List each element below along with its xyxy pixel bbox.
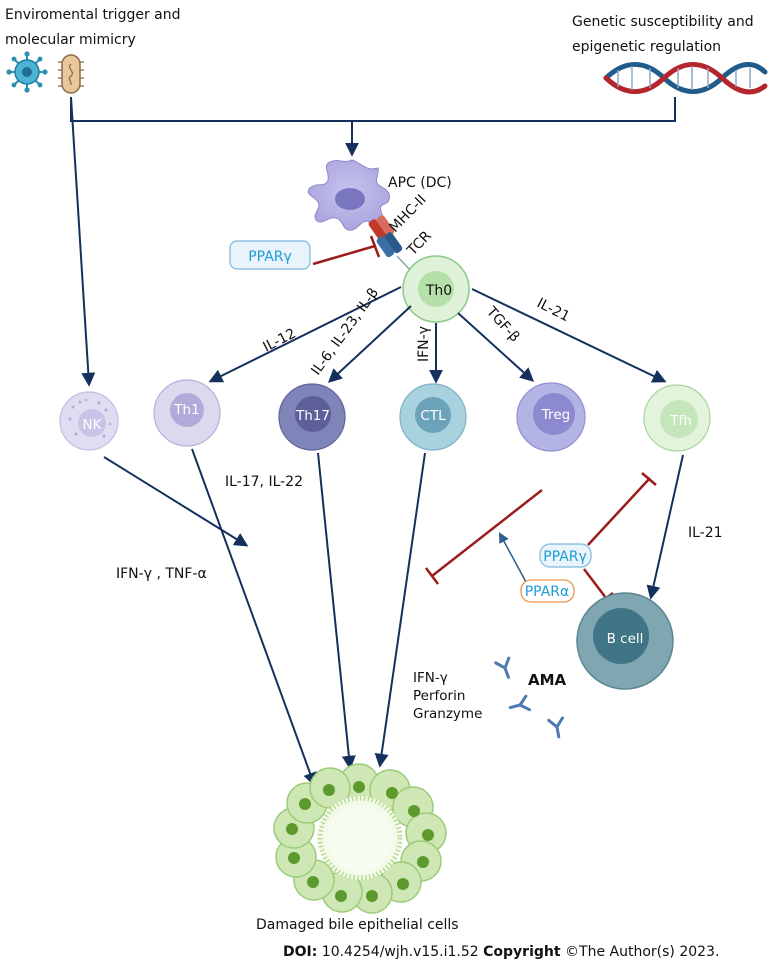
dna-helix-icon xyxy=(603,62,768,95)
ppar-gamma-box-top xyxy=(229,240,311,270)
th1-label: Th1 xyxy=(173,402,199,418)
ama-label: AMA xyxy=(528,671,567,689)
damaged-bile-label: Damaged bile epithelial cells xyxy=(256,917,459,933)
tfh-cell xyxy=(643,384,711,452)
ctl-effector-ifng: IFN-γ xyxy=(413,670,448,686)
th17-label: Th17 xyxy=(295,408,330,424)
genetic-label-1: Genetic susceptibility and xyxy=(572,14,754,30)
ppar-gamma-inhibit-tfh xyxy=(587,472,657,546)
ppar-gamma-box-lower xyxy=(539,543,592,568)
ifn-tnf-label: IFN-γ , TNF-α xyxy=(116,566,207,582)
antibody-icons xyxy=(494,656,565,739)
th0-differentiation-arrows xyxy=(208,286,667,384)
th17-cell xyxy=(278,383,346,451)
treg-inhibit-line xyxy=(425,489,543,585)
ctl-cell xyxy=(399,383,467,451)
nk-label: NK xyxy=(83,417,103,433)
tfh-label: Tfh xyxy=(669,413,692,429)
ppar-alpha-box xyxy=(520,579,575,603)
ctl-effector-granzyme: Granzyme xyxy=(413,706,482,722)
ppar-gamma-label-lower: PPARγ xyxy=(543,549,587,565)
ctl-label: CTL xyxy=(420,408,446,424)
b-cell-label: B cell xyxy=(607,631,644,647)
copyright-value: ©The Author(s) 2023. xyxy=(565,944,720,960)
env-trigger-label-2: molecular mimicry xyxy=(5,32,136,48)
th1-cell xyxy=(153,379,221,447)
treg-cell xyxy=(516,382,586,452)
mhc-tcr-complex xyxy=(368,215,413,273)
b-cell xyxy=(576,592,674,690)
tcr-label: TCR xyxy=(404,228,435,260)
ppar-gamma-label-top: PPARγ xyxy=(248,249,292,265)
copyright-label: Copyright xyxy=(483,944,561,960)
ppar-gamma-inhibit-tcr xyxy=(312,235,381,266)
th0-cell xyxy=(402,255,470,323)
citation-footer: DOI: 10.4254/wjh.v15.i1.52 Copyright ©Th… xyxy=(283,944,719,960)
treg-label: Treg xyxy=(541,407,570,423)
il21-side-label: IL-21 xyxy=(688,525,723,541)
ctl-effector-perforin: Perforin xyxy=(413,688,465,704)
apc-label: APC (DC) xyxy=(388,175,452,191)
ifng-th0-label: IFN-γ xyxy=(416,326,432,362)
doi-label: DOI: xyxy=(283,944,318,960)
apc-dendritic-cell xyxy=(307,159,391,231)
effector-arrows xyxy=(70,96,684,787)
ppar-alpha-arrow xyxy=(498,532,527,583)
il17-il22-label: IL-17, IL-22 xyxy=(225,474,303,490)
doi-value: 10.4254/wjh.v15.i1.52 xyxy=(321,944,479,960)
nk-cell xyxy=(59,391,119,451)
bacterium-icon xyxy=(58,54,84,94)
il12-label: IL-12 xyxy=(261,326,299,356)
trigger-bracket xyxy=(70,97,676,157)
ppar-alpha-label: PPARα xyxy=(525,584,570,600)
bile-duct-epithelium xyxy=(273,763,447,914)
genetic-label-2: epigenetic regulation xyxy=(572,39,721,55)
th0-label: Th0 xyxy=(425,283,452,299)
env-trigger-label-1: Enviromental trigger and xyxy=(5,7,181,23)
il6-il23-label: IL-6, IL-23, IL-β xyxy=(308,285,382,378)
virus-icon xyxy=(6,51,48,93)
diagram-canvas: Enviromental trigger and molecular mimic… xyxy=(5,7,768,933)
